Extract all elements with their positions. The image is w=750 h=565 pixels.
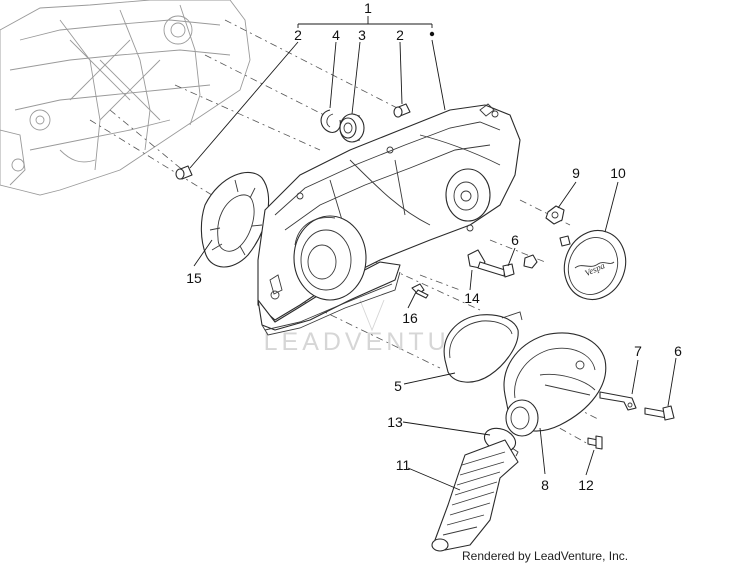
part-6-bolt-upper bbox=[467, 249, 538, 278]
callout-13: 13 bbox=[387, 414, 403, 430]
callout-numbers: 1 2 4 3 2 9 10 6 15 14 16 7 6 5 13 11 8 … bbox=[186, 0, 682, 493]
engine-crankcase bbox=[0, 0, 251, 196]
callout-9: 9 bbox=[572, 165, 580, 181]
callout-2-left: 2 bbox=[294, 27, 302, 43]
callout-11: 11 bbox=[396, 457, 411, 473]
part-6-bolt-lower bbox=[644, 405, 675, 421]
credit-text: Rendered by LeadVenture, Inc. bbox=[462, 549, 628, 563]
part-7-bracket bbox=[599, 391, 637, 411]
callout-8: 8 bbox=[541, 477, 549, 493]
part-1-crankcase-cover bbox=[257, 103, 521, 336]
part-4-circlip bbox=[320, 109, 341, 133]
callout-15: 15 bbox=[186, 270, 202, 286]
callout-3: 3 bbox=[358, 27, 366, 43]
callout-6-lower: 6 bbox=[674, 343, 682, 359]
part-5-gasket bbox=[443, 311, 523, 383]
callout-7: 7 bbox=[634, 343, 642, 359]
callout-16: 16 bbox=[402, 310, 418, 326]
callout-2-right: 2 bbox=[396, 27, 404, 43]
leader-dot bbox=[429, 31, 435, 37]
part-15-flange bbox=[200, 171, 270, 268]
callout-6-upper: 6 bbox=[511, 232, 519, 248]
part-11-bellows-hose bbox=[431, 439, 519, 552]
callout-5: 5 bbox=[394, 378, 402, 394]
part-8-duct-cover bbox=[503, 332, 607, 437]
callout-12: 12 bbox=[578, 477, 594, 493]
part-3-bearing bbox=[339, 113, 365, 143]
callout-14: 14 bbox=[464, 290, 480, 306]
watermark-logo bbox=[359, 299, 385, 332]
part-9-nut bbox=[545, 205, 571, 247]
part-12-screw bbox=[587, 435, 603, 450]
part-10-badge-cover: Vespa bbox=[563, 229, 627, 301]
part-2-dowel-left bbox=[175, 165, 193, 180]
callout-10: 10 bbox=[610, 165, 626, 181]
callout-1: 1 bbox=[364, 0, 372, 16]
part-2-dowel-right bbox=[393, 103, 411, 118]
callout-4: 4 bbox=[332, 27, 340, 43]
leader-lines bbox=[189, 16, 677, 491]
